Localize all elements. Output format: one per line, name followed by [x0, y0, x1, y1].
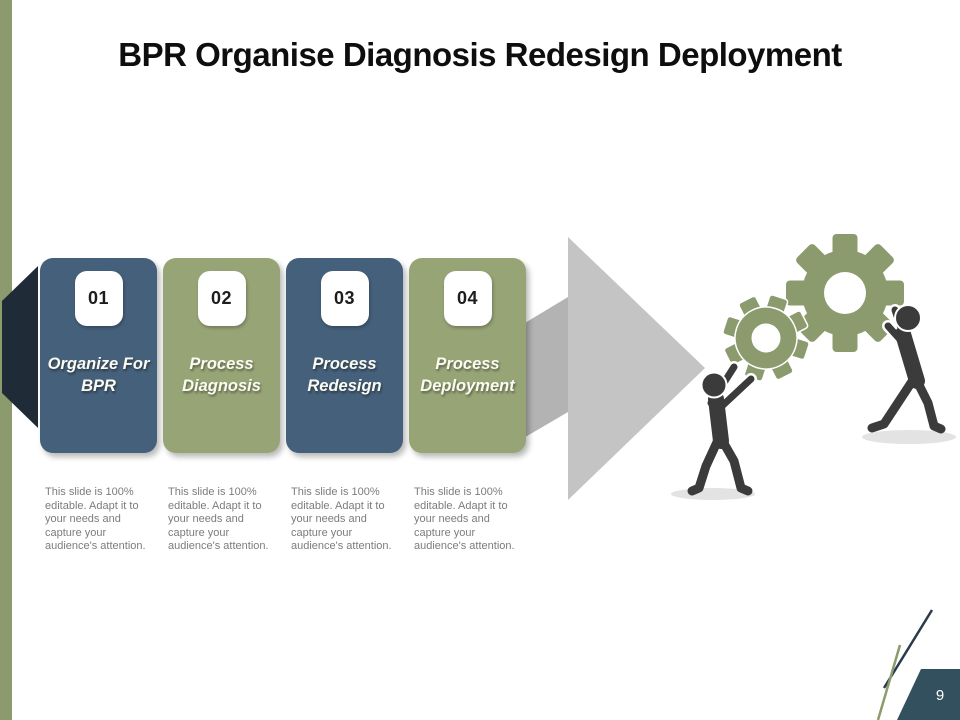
step-card-4: 04 Process Deployment [409, 258, 526, 453]
step-card-1: 01 Organize For BPR [40, 258, 157, 453]
arrow-right-shape [568, 237, 705, 500]
step-label: Process Deployment [420, 355, 515, 395]
slide-title: BPR Organise Diagnosis Redesign Deployme… [118, 36, 842, 74]
step-label: Process Redesign [307, 355, 382, 395]
step-label: Process Diagnosis [182, 355, 261, 395]
step-number-badge: 03 [320, 271, 369, 326]
step-number: 02 [210, 288, 233, 308]
page-number: 9 [936, 687, 944, 704]
step-note-3: This slide is 100% editable. Adapt it to… [291, 486, 392, 552]
person-head [894, 304, 922, 332]
footer-slash-olive [876, 644, 902, 720]
step-number: 03 [333, 288, 356, 308]
step-label: Organize For BPR [47, 355, 150, 395]
figure-shadow [862, 430, 956, 444]
step-card-3: 03 Process Redesign [286, 258, 403, 453]
step-number-badge: 01 [74, 271, 123, 326]
step-number: 01 [87, 288, 110, 308]
gear-icon-large [786, 234, 904, 352]
step-number: 04 [456, 288, 479, 308]
gear-icon-small [722, 294, 810, 382]
step-number-badge: 02 [197, 271, 246, 326]
step-card-2: 02 Process Diagnosis [163, 258, 280, 453]
ribbon-chevron [2, 266, 38, 428]
step-note-1: This slide is 100% editable. Adapt it to… [45, 486, 146, 552]
step-note-4: This slide is 100% editable. Adapt it to… [414, 486, 515, 552]
person-silhouette-right [867, 304, 946, 434]
step-note-2: This slide is 100% editable. Adapt it to… [168, 486, 269, 552]
page-number-wedge [897, 669, 960, 720]
step-number-badge: 04 [443, 271, 492, 326]
person-head [700, 371, 728, 399]
